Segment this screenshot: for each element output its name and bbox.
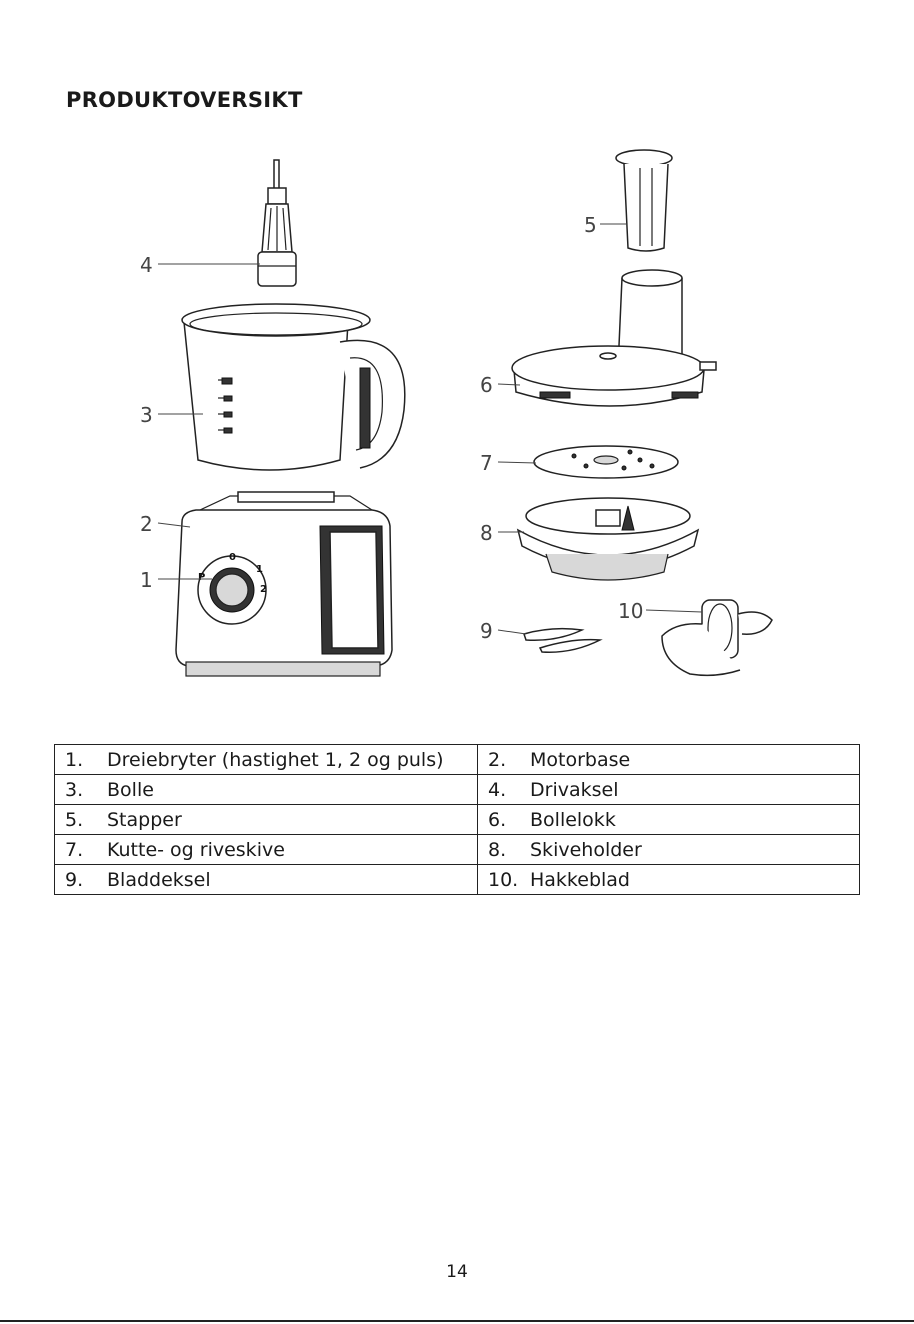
part-label: Drivaksel <box>530 779 618 801</box>
callout-1: 1 <box>140 568 153 592</box>
callout-6: 6 <box>480 373 493 397</box>
bottom-rule <box>0 1320 914 1322</box>
part-label: Dreiebryter (hastighet 1, 2 og puls) <box>107 749 444 771</box>
callout-5: 5 <box>584 213 597 237</box>
part-number: 9. <box>65 869 107 891</box>
drive-shaft-illustration <box>258 160 296 286</box>
page-title: PRODUKTOVERSIKT <box>66 88 303 112</box>
table-cell: 9.Bladdeksel <box>55 865 478 895</box>
table-row: 5.Stapper 6.Bollelokk <box>55 805 860 835</box>
table-row: 7.Kutte- og riveskive 8.Skiveholder <box>55 835 860 865</box>
table-cell: 10.Hakkeblad <box>478 865 860 895</box>
part-label: Kutte- og riveskive <box>107 839 285 861</box>
product-exploded-diagram: P 0 1 2 <box>0 130 914 710</box>
callout-7: 7 <box>480 451 493 475</box>
part-label: Skiveholder <box>530 839 642 861</box>
page-number: 14 <box>0 1262 914 1282</box>
control-label-2: 2 <box>260 584 267 595</box>
part-number: 10. <box>488 869 530 891</box>
part-label: Bollelokk <box>530 809 616 831</box>
part-number: 5. <box>65 809 107 831</box>
motor-base-illustration: P 0 1 2 <box>176 492 392 676</box>
parts-table: 1.Dreiebryter (hastighet 1, 2 og puls) 2… <box>54 744 860 895</box>
part-number: 6. <box>488 809 530 831</box>
table-cell: 7.Kutte- og riveskive <box>55 835 478 865</box>
part-label: Bladdeksel <box>107 869 211 891</box>
part-number: 8. <box>488 839 530 861</box>
callout-9: 9 <box>480 619 493 643</box>
bowl-lid-illustration <box>512 270 716 406</box>
part-label: Hakkeblad <box>530 869 630 891</box>
callout-4: 4 <box>140 253 153 277</box>
callout-10: 10 <box>618 599 643 623</box>
control-label-0: 0 <box>229 552 236 563</box>
callout-8: 8 <box>480 521 493 545</box>
control-label-p: P <box>198 572 205 583</box>
table-cell: 2.Motorbase <box>478 745 860 775</box>
part-number: 7. <box>65 839 107 861</box>
part-number: 2. <box>488 749 530 771</box>
table-cell: 6.Bollelokk <box>478 805 860 835</box>
table-row: 1.Dreiebryter (hastighet 1, 2 og puls) 2… <box>55 745 860 775</box>
part-label: Stapper <box>107 809 182 831</box>
table-cell: 4.Drivaksel <box>478 775 860 805</box>
table-cell: 3.Bolle <box>55 775 478 805</box>
blade-cover-illustration <box>524 629 600 653</box>
table-row: 9.Bladdeksel 10.Hakkeblad <box>55 865 860 895</box>
table-cell: 5.Stapper <box>55 805 478 835</box>
callout-3: 3 <box>140 403 153 427</box>
part-number: 1. <box>65 749 107 771</box>
part-number: 3. <box>65 779 107 801</box>
table-row: 3.Bolle 4.Drivaksel <box>55 775 860 805</box>
table-cell: 8.Skiveholder <box>478 835 860 865</box>
callout-2: 2 <box>140 512 153 536</box>
slicing-disc-illustration <box>534 446 678 478</box>
part-label: Motorbase <box>530 749 630 771</box>
disc-holder-illustration <box>518 498 698 580</box>
table-cell: 1.Dreiebryter (hastighet 1, 2 og puls) <box>55 745 478 775</box>
part-number: 4. <box>488 779 530 801</box>
pusher-illustration <box>616 150 672 251</box>
control-label-1: 1 <box>256 564 263 575</box>
bowl-illustration <box>182 304 405 470</box>
part-label: Bolle <box>107 779 154 801</box>
